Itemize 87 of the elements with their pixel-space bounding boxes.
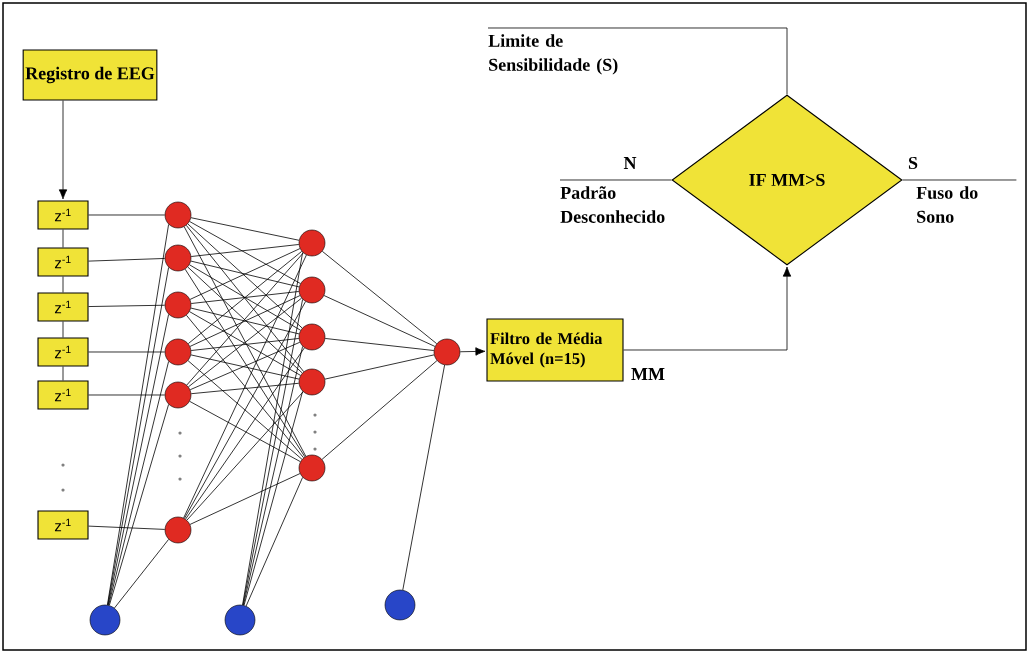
connector-line bbox=[88, 304, 166, 307]
neuron-circle bbox=[164, 244, 192, 272]
bias-circle bbox=[384, 589, 416, 621]
neuron-circle bbox=[164, 338, 192, 366]
connector-line bbox=[189, 221, 301, 284]
connector-line bbox=[190, 291, 300, 304]
connector-line bbox=[190, 260, 300, 288]
connector-line bbox=[324, 354, 435, 380]
neuron-circle bbox=[298, 276, 326, 304]
connector-line bbox=[190, 244, 300, 257]
connector-line bbox=[189, 473, 301, 525]
connector-line bbox=[184, 268, 306, 458]
connector-line bbox=[245, 477, 303, 607]
connector-line bbox=[323, 295, 436, 347]
connector-line bbox=[184, 301, 306, 519]
connector-line bbox=[459, 347, 486, 356]
connector-line bbox=[902, 179, 1017, 181]
connector-line bbox=[58, 100, 68, 200]
connector-line bbox=[62, 276, 64, 293]
delay-box: z$^{-1}$ bbox=[37, 510, 89, 540]
connector-line bbox=[190, 307, 300, 335]
connector-line bbox=[88, 258, 166, 262]
connector-line bbox=[190, 354, 300, 380]
process-box: Registro de EEG bbox=[22, 49, 158, 101]
connector-line bbox=[88, 351, 166, 353]
edge-label: MM bbox=[630, 367, 666, 381]
neuron-circle bbox=[298, 368, 326, 396]
neuron-circle bbox=[298, 454, 326, 482]
connector-line bbox=[187, 266, 303, 374]
connector-line bbox=[189, 248, 301, 300]
text-label: Limite de Sensibilidade (S) bbox=[488, 34, 618, 75]
neuron-circle bbox=[433, 338, 461, 366]
connector-line bbox=[324, 338, 435, 351]
neuron-circle bbox=[298, 323, 326, 351]
connector-line bbox=[190, 217, 300, 241]
connector-line bbox=[187, 223, 303, 329]
connector-line bbox=[187, 251, 303, 344]
delay-box: z$^{-1}$ bbox=[37, 337, 89, 367]
neuron-circle bbox=[164, 381, 192, 409]
connector-line bbox=[321, 360, 438, 460]
connector-line bbox=[88, 394, 166, 396]
connector-line bbox=[187, 360, 303, 460]
connector-line bbox=[189, 295, 301, 347]
text-label: Padrão Desconhecido bbox=[560, 186, 665, 223]
connector-line bbox=[108, 361, 169, 606]
connector-line bbox=[186, 314, 304, 459]
connector-line bbox=[88, 525, 166, 530]
edge-label: S bbox=[907, 155, 919, 171]
connector-line bbox=[623, 266, 792, 351]
edge-label: N bbox=[622, 156, 638, 170]
connector-line bbox=[188, 297, 302, 388]
text-label: Fuso do Sono bbox=[916, 186, 978, 223]
neuron-circle bbox=[298, 229, 326, 257]
connector-line bbox=[190, 338, 300, 351]
connector-line bbox=[62, 229, 64, 248]
connector-line bbox=[114, 539, 169, 609]
connector-line bbox=[62, 321, 64, 338]
bias-circle bbox=[224, 604, 256, 636]
neuron-circle bbox=[164, 516, 192, 544]
neuron-circle bbox=[164, 201, 192, 229]
connector-line bbox=[189, 264, 301, 331]
delay-box: z$^{-1}$ bbox=[37, 292, 89, 322]
connector-line bbox=[189, 400, 301, 463]
connector-line bbox=[88, 214, 166, 216]
connector-line bbox=[402, 364, 445, 591]
connector-line bbox=[183, 226, 307, 457]
connector-line bbox=[185, 224, 305, 372]
delay-box: z$^{-1}$ bbox=[37, 380, 89, 410]
connector-line bbox=[185, 347, 305, 520]
connector-line bbox=[183, 254, 307, 519]
connector-line bbox=[62, 366, 64, 381]
process-box: Filtro de Média Móvel (n=15) bbox=[486, 318, 624, 382]
connector-line bbox=[559, 179, 672, 181]
neuron-circle bbox=[164, 291, 192, 319]
connector-line bbox=[243, 391, 303, 606]
bias-circle bbox=[89, 604, 121, 636]
delay-box: z$^{-1}$ bbox=[37, 200, 89, 230]
connector-line bbox=[190, 382, 300, 395]
connector-line bbox=[189, 341, 301, 391]
connector-line bbox=[487, 27, 788, 95]
connector-line bbox=[186, 391, 304, 521]
connector-line bbox=[189, 311, 301, 376]
delay-box: z$^{-1}$ bbox=[37, 247, 89, 277]
connector-line bbox=[321, 250, 438, 345]
connector-line bbox=[243, 346, 303, 606]
connector-line bbox=[108, 404, 169, 606]
connector-line bbox=[186, 252, 304, 386]
